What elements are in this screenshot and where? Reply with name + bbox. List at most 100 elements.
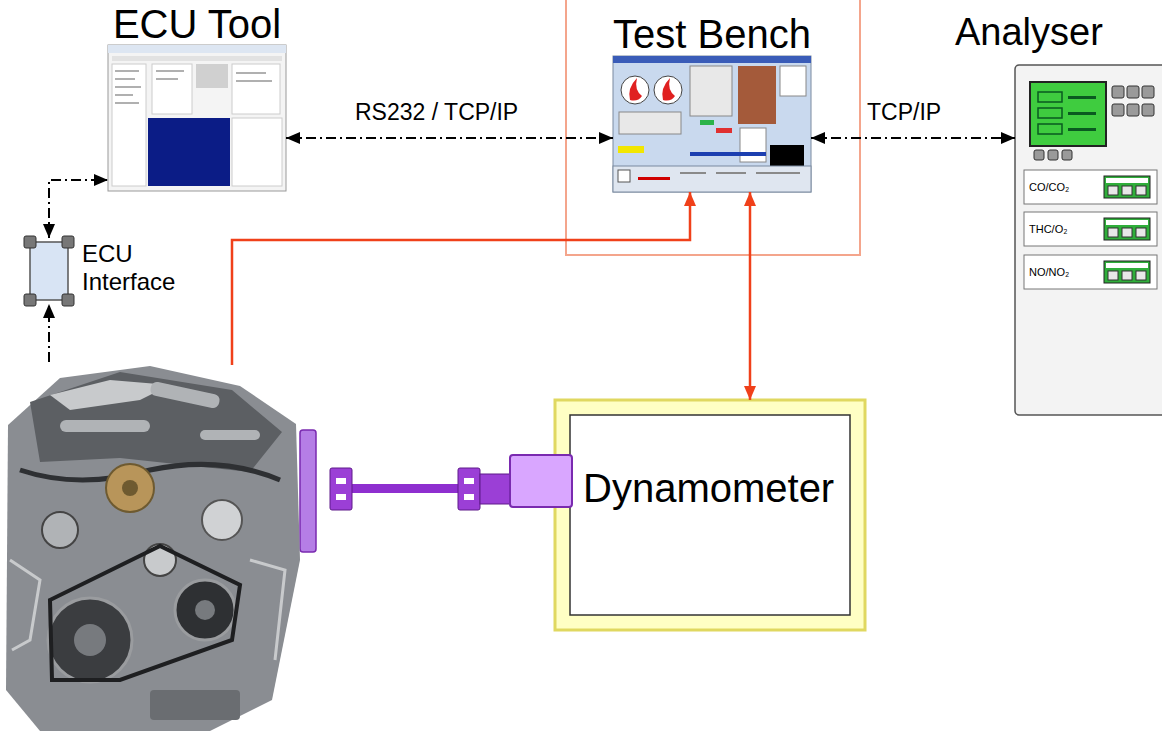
test-bench-screenshot bbox=[618, 170, 630, 182]
test-bench-screenshot bbox=[716, 172, 746, 174]
engine-illustration bbox=[74, 624, 106, 656]
gas-channel-row: NO/NO₂ bbox=[1024, 255, 1157, 289]
ecu-tool-screenshot bbox=[148, 118, 230, 186]
ecu-interface-icon bbox=[24, 294, 36, 306]
engine-illustration bbox=[202, 500, 242, 540]
gas-row-frame bbox=[1106, 178, 1148, 183]
gas-channel-row: CO/CO₂ bbox=[1024, 170, 1157, 204]
test-bench-screenshot bbox=[621, 76, 649, 104]
gas-channel-label: CO/CO₂ bbox=[1029, 170, 1069, 204]
ecu-interface-icon bbox=[62, 236, 74, 248]
gas-row-frame bbox=[1122, 186, 1132, 195]
test-bench-region bbox=[566, 0, 860, 255]
analyser-panel bbox=[1068, 112, 1096, 115]
drive-shaft bbox=[330, 468, 352, 510]
gas-row-frame bbox=[1106, 263, 1148, 268]
analyser-panel bbox=[1142, 86, 1154, 98]
analyser-panel bbox=[1127, 104, 1139, 116]
ecu-tool-screenshot bbox=[236, 80, 272, 82]
ecu-tool-screenshot bbox=[232, 64, 280, 114]
test-bench-screenshot bbox=[700, 120, 714, 125]
engine-illustration bbox=[10, 560, 40, 650]
test-bench-screenshot bbox=[740, 128, 766, 162]
gas-channel-row: THC/O₂ bbox=[1024, 212, 1157, 246]
panel-heading: ECU Tool bbox=[68, 4, 326, 44]
test-bench-screenshot bbox=[613, 56, 811, 63]
engine-illustration bbox=[122, 480, 138, 496]
ecu-tool-screenshot bbox=[152, 64, 192, 114]
gas-row-frame bbox=[1136, 186, 1146, 195]
test-bench-screenshot bbox=[618, 146, 644, 153]
gas-row-frame bbox=[1104, 176, 1150, 198]
engine-illustration bbox=[42, 512, 78, 548]
analyser-panel bbox=[1030, 82, 1106, 146]
gas-row-frame bbox=[1108, 271, 1118, 280]
gas-row-frame bbox=[1024, 255, 1157, 289]
analyser-panel bbox=[1038, 108, 1062, 118]
engine-illustration bbox=[149, 381, 220, 409]
gas-row-frame bbox=[1024, 212, 1157, 246]
ecu-tool-screenshot bbox=[115, 70, 139, 72]
drive-shaft bbox=[464, 478, 474, 484]
ecu-tool-screenshot bbox=[232, 118, 282, 186]
ecu-tool-screenshot bbox=[112, 64, 146, 186]
engine-illustration bbox=[250, 560, 285, 660]
test-bench-screenshot bbox=[638, 177, 670, 180]
test-bench-screenshot bbox=[780, 66, 806, 96]
ecu-tool-screenshot bbox=[196, 64, 228, 88]
analyser-panel bbox=[1142, 104, 1154, 116]
analyser-panel: CO/CO₂THC/O₂NO/NO₂Analyser bbox=[1015, 65, 1162, 415]
ecu-tool-screenshot bbox=[112, 56, 282, 61]
drive-shaft bbox=[300, 430, 572, 552]
gas-row-frame bbox=[1024, 170, 1157, 289]
drive-shaft bbox=[480, 474, 510, 504]
engine-illustration bbox=[48, 598, 132, 682]
test-bench-screenshot bbox=[654, 76, 682, 104]
engine-illustration bbox=[60, 420, 150, 432]
analyser-panel bbox=[1015, 65, 1162, 415]
ecu-tool-screenshot bbox=[156, 78, 178, 80]
test-bench-screenshot bbox=[662, 78, 675, 101]
network-link bbox=[811, 137, 1015, 139]
ecu-tool-screenshot bbox=[115, 94, 133, 96]
ecu-tool-screenshot bbox=[108, 45, 286, 191]
gas-row-frame bbox=[1106, 220, 1148, 225]
connector-label: TCP/IP bbox=[864, 101, 944, 124]
ecu-link bbox=[49, 180, 108, 238]
test-bench-screenshot bbox=[756, 172, 800, 174]
ecu-tool-screenshot bbox=[115, 86, 141, 88]
ecu-tool-window: ECU Tool bbox=[108, 45, 286, 191]
engine-wires bbox=[48, 304, 50, 362]
ecu-tool-screenshot bbox=[115, 78, 135, 80]
analyser-panel bbox=[1048, 150, 1058, 160]
analyser-panel bbox=[1068, 96, 1096, 99]
drive-shaft bbox=[336, 494, 346, 500]
ecu-interface-box: ECU Interface bbox=[28, 238, 70, 302]
engine-illustration bbox=[30, 372, 282, 472]
test-bench-window: Test Bench bbox=[613, 56, 811, 192]
ecu-tool-screenshot bbox=[115, 102, 139, 104]
drive-shaft bbox=[510, 455, 572, 507]
ecu-interface-icon bbox=[24, 236, 36, 248]
gas-channel-label: THC/O₂ bbox=[1029, 212, 1068, 246]
engine-illustration bbox=[175, 580, 235, 640]
control-link bbox=[749, 192, 752, 400]
engine-illustration bbox=[106, 464, 154, 512]
dynamometer-housing bbox=[555, 400, 865, 630]
gas-row-frame bbox=[1104, 218, 1150, 240]
engine-wires bbox=[49, 192, 690, 365]
engine-illustration bbox=[200, 430, 260, 440]
ecu-tool-screenshot bbox=[108, 45, 286, 53]
analyser-panel bbox=[1062, 150, 1072, 160]
gas-row-frame bbox=[1108, 186, 1118, 195]
analyser-panel bbox=[1068, 128, 1096, 131]
engine-illustration bbox=[50, 546, 240, 680]
gas-row-frame bbox=[1104, 261, 1150, 283]
engine-illustration bbox=[150, 690, 240, 720]
test-bench-screenshot bbox=[716, 128, 732, 133]
